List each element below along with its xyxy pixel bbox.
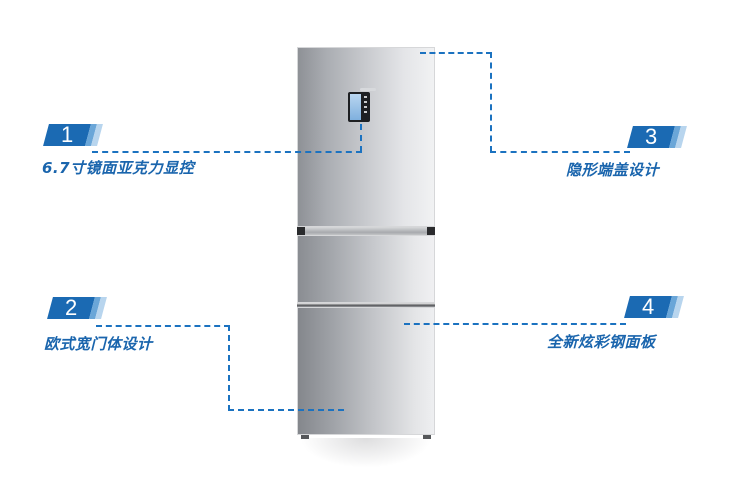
display-screen: [350, 94, 361, 120]
fridge-shadow: [300, 438, 432, 468]
display-buttons: [364, 96, 368, 116]
connector-2-vertical: [228, 325, 230, 411]
callout-2-number: 2: [64, 295, 78, 320]
connector-3-vertical: [490, 52, 492, 152]
connector-2-bottom: [228, 409, 344, 411]
callout-1-number: 1: [60, 122, 74, 147]
connector-3-bottom: [490, 151, 630, 153]
connector-2-top: [96, 325, 230, 327]
callout-1-label: 6.7寸镜面亚克力显控: [42, 159, 195, 177]
callout-4-number: 4: [641, 294, 655, 319]
callout-4-label: 全新炫彩钢面板: [547, 333, 656, 351]
callout-2-label: 欧式宽门体设计: [44, 335, 153, 353]
brand-logo: [360, 88, 376, 91]
drawer-handle: [297, 227, 435, 236]
connector-3-top: [420, 52, 492, 54]
connector-4-horizontal: [404, 323, 626, 325]
connector-1-vertical: [360, 124, 362, 152]
middle-drawer: [297, 235, 435, 303]
callout-3-label: 隐形端盖设计: [566, 161, 660, 179]
connector-1-horizontal: [92, 151, 362, 153]
upper-door: [297, 47, 435, 227]
callout-4-badge: 4: [624, 294, 684, 319]
fridge-foot-left: [301, 435, 309, 439]
callout-3-badge: 3: [627, 124, 687, 149]
callout-3-number: 3: [644, 124, 658, 149]
lower-drawer: [297, 307, 435, 435]
callout-2-badge: 2: [47, 295, 107, 320]
fridge-foot-right: [423, 435, 431, 439]
control-display-panel: [348, 92, 370, 122]
refrigerator-image: [297, 47, 435, 439]
callout-1-badge: 1: [43, 122, 103, 147]
drawer-gap: [297, 303, 435, 307]
